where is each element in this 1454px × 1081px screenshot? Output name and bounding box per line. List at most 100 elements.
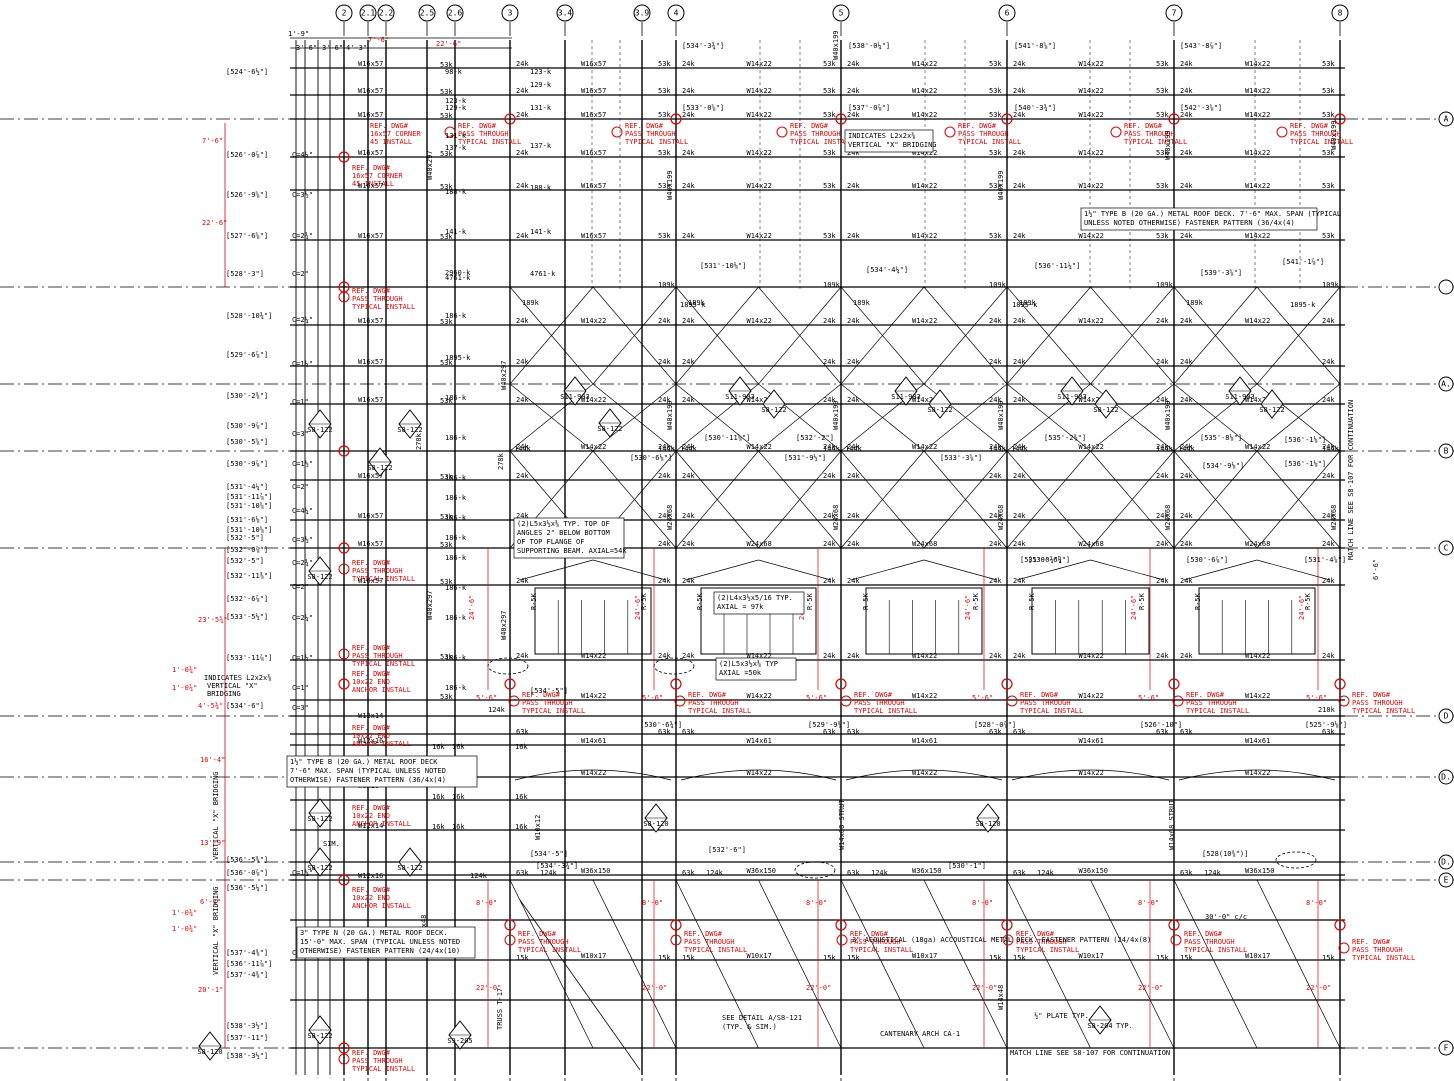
opening-box	[865, 587, 983, 655]
load-label: 109k	[658, 281, 676, 289]
grid-bubble-row-label: D.	[1441, 773, 1451, 782]
x-bridge-note: VERTICAL "X" BRIDGING	[212, 886, 220, 975]
load-label: 24k	[516, 396, 529, 404]
note-text: SUPPORTING BEAM. AXIAL=54k	[517, 547, 627, 555]
elevation-callout: [534'-3¾"]	[682, 42, 724, 50]
truss-diag	[519, 899, 641, 1071]
red-dim: 22'-0"	[972, 984, 997, 992]
revision-cloud	[487, 657, 529, 675]
beam-label: W14x22	[912, 182, 937, 190]
red-ref-note: PASS THROUGH	[684, 938, 735, 946]
grid-bubble-row	[1438, 111, 1454, 127]
load-label: 24k	[823, 443, 836, 451]
elevation-callout: [530'-6¾"]	[640, 721, 682, 729]
beam-label: W10x17	[912, 952, 937, 960]
left-elevation: [528'-3"]	[226, 270, 264, 278]
load-label: 144k	[1322, 445, 1340, 453]
red-marker	[1338, 695, 1350, 707]
red-marker	[835, 113, 847, 125]
section-tag-label: S11-903	[560, 393, 590, 401]
column-label: W24x68	[666, 505, 674, 530]
beam-label: W14x22	[1245, 87, 1270, 95]
canopy	[1090, 559, 1165, 581]
brace	[1090, 383, 1175, 452]
red-ref-note: TYPICAL INSTALL	[1016, 946, 1079, 954]
load-k-label: 186-k	[445, 494, 467, 502]
beam-label: W14x22	[747, 149, 772, 157]
load-k-label: 186-k	[445, 584, 467, 592]
load-label: 24k	[1180, 652, 1193, 660]
load-label: 63k	[516, 728, 529, 736]
load-label: 24k	[1180, 232, 1193, 240]
red-marker	[508, 695, 520, 707]
left-elevation: [533'-11⅞"]	[226, 654, 272, 662]
beam-label: W16x57	[358, 87, 383, 95]
left-elevation: [537'-4⅜"]	[226, 948, 268, 957]
load-label: 24k	[682, 232, 695, 240]
red-ref-note: TYPICAL INSTALL	[854, 707, 917, 715]
grid-bubble-col	[359, 4, 377, 22]
section-tag-label: S8-120	[975, 820, 1000, 828]
beam-label: W10x17	[1079, 952, 1104, 960]
load-label: 24k	[1013, 111, 1026, 119]
load-label: 53k	[823, 87, 836, 95]
elevation-callout: [526'-10"]	[1140, 721, 1182, 729]
left-elevation: [528'-10¾"]	[226, 312, 272, 320]
left-elevation: [530'-2⅜"]	[226, 391, 268, 400]
load-label: 63k	[516, 869, 529, 877]
note-text: OTHERWISE) FASTENER PATTERN (36/4x(4)	[290, 776, 446, 784]
note-text: 15'-0" MAX. SPAN (TYPICAL UNLESS NOTED	[300, 938, 460, 946]
beam-label: W16x57	[358, 358, 383, 366]
red-ref-note: PASS THROUGH	[790, 130, 841, 138]
load-label: 24k	[1013, 652, 1026, 660]
brace	[1256, 286, 1341, 385]
load-label: 16k	[432, 743, 445, 751]
truss-diag	[1090, 879, 1175, 1049]
load-label: 189k	[853, 299, 871, 307]
note-text: W14x68 STRUT	[1168, 799, 1176, 850]
red-ref-note: PASS THROUGH	[352, 295, 403, 303]
red-ref-note: REF. DWG#	[958, 122, 997, 130]
load-label: 144k	[845, 445, 863, 453]
load-label: 63k	[1156, 728, 1169, 736]
load-label: 24k	[1322, 577, 1335, 585]
column-label: W24x68	[1164, 505, 1172, 530]
load-label: 144k	[1156, 445, 1174, 453]
load-label: 24k	[847, 652, 860, 660]
red-marker	[1334, 919, 1346, 931]
load-label: 24k	[823, 577, 836, 585]
load-label: 24k	[682, 182, 695, 190]
beam-label: W12x16	[358, 872, 383, 880]
red-ref-note: PASS THROUGH	[1016, 938, 1067, 946]
beam-label: W14x22	[1079, 182, 1104, 190]
elevation-callout: [539'-3⅝"]	[1200, 269, 1242, 277]
brace	[923, 450, 1008, 549]
load-label: 144k	[658, 445, 676, 453]
load-label: 24k	[847, 149, 860, 157]
red-ref-note: REF. DWG#	[1352, 691, 1391, 699]
red-marker	[338, 648, 350, 660]
load-label: 189k	[1186, 299, 1204, 307]
elevation-callout: [531'-4⅝"]	[1304, 556, 1346, 564]
load-label: 109k	[1156, 281, 1174, 289]
beam-label: W16x57	[581, 87, 606, 95]
load-label: 24k	[823, 512, 836, 520]
left-elevation: [536'-5¼"]	[226, 884, 268, 892]
load-label: 24k	[682, 396, 695, 404]
column-tag: R-5K	[1138, 592, 1146, 610]
beam-label: W14x22	[912, 111, 937, 119]
red-marker	[444, 126, 456, 138]
red-marker	[1168, 678, 1180, 690]
column-label: W40x199	[832, 30, 840, 60]
beam-label: W14x61	[747, 737, 772, 745]
load-label: 24k	[1180, 317, 1193, 325]
grid-bubble-col	[832, 4, 850, 22]
load-label: 24k	[682, 443, 695, 451]
load-label: 24k	[516, 512, 529, 520]
red-ref-note: PASS THROUGH	[850, 938, 901, 946]
brace	[923, 383, 1008, 452]
elevation-callout: [540'-3¾"]	[1014, 104, 1056, 112]
load-label: 24k	[1013, 317, 1026, 325]
load-label: 53k	[440, 653, 453, 661]
load-label: 24k	[516, 472, 529, 480]
